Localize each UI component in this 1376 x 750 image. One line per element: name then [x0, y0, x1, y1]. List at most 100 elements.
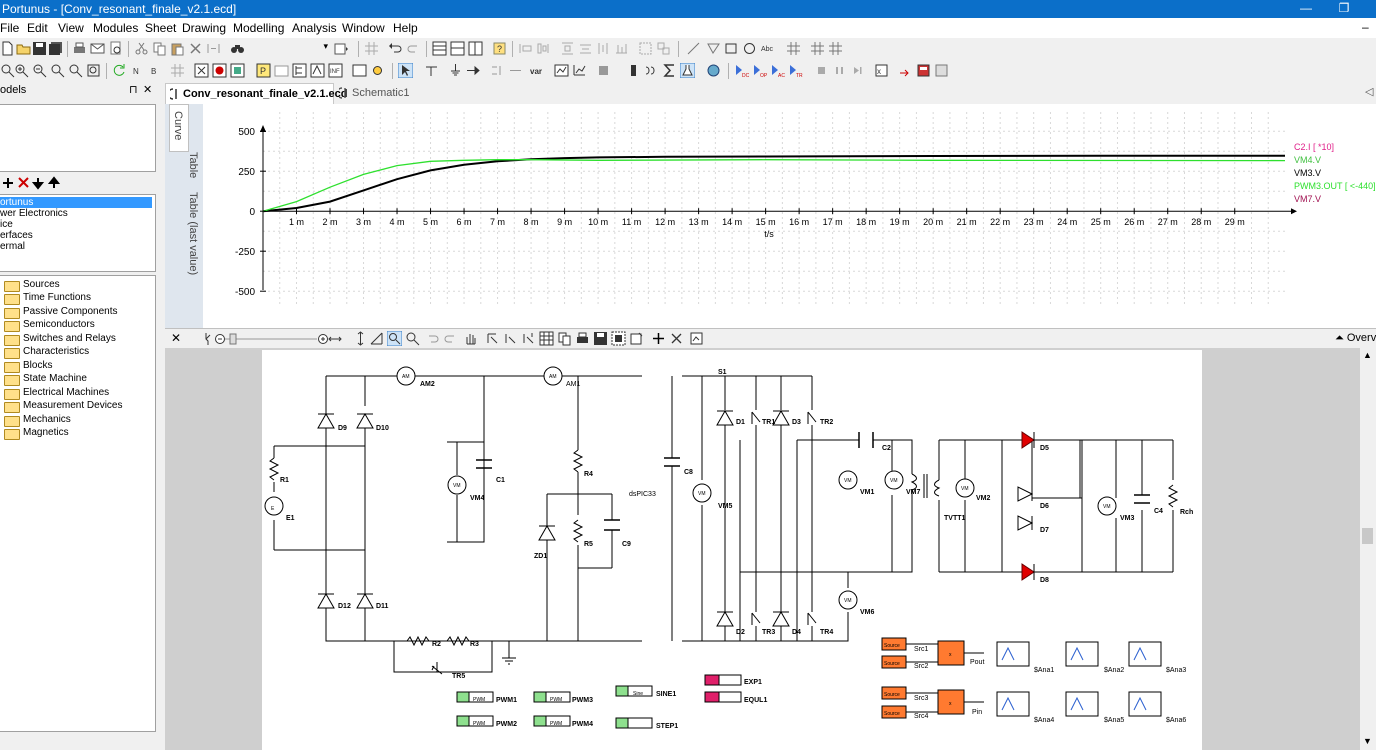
scroll-thumb[interactable]: [1362, 528, 1373, 544]
library-item-power-electronics[interactable]: wer Electronics: [0, 208, 68, 219]
cut-icon[interactable]: [134, 41, 149, 56]
tree-item-sources[interactable]: Sources: [23, 279, 60, 290]
paste-icon[interactable]: [170, 41, 185, 56]
box-icon[interactable]: [274, 63, 289, 78]
tree-item-switches-relays[interactable]: Switches and Relays: [23, 333, 116, 344]
add-curve-icon[interactable]: [651, 331, 666, 346]
distribute-icon-1[interactable]: [560, 41, 575, 56]
tree-item-time-functions[interactable]: Time Functions: [23, 292, 91, 303]
line-draw-icon[interactable]: [686, 41, 701, 56]
param-icon[interactable]: P: [256, 63, 271, 78]
analysis-blocks[interactable]: [996, 641, 1162, 717]
tab-table[interactable]: Table: [187, 148, 201, 184]
chart-settings-icon[interactable]: [629, 331, 644, 346]
add-library-icon[interactable]: [3, 178, 13, 188]
zoom-in-icon[interactable]: [0, 63, 15, 78]
help-icon[interactable]: ?: [492, 41, 507, 56]
mail-icon[interactable]: [90, 41, 105, 56]
zoom-out-icon[interactable]: [32, 63, 47, 78]
flask-icon[interactable]: [680, 63, 695, 78]
print-preview-icon[interactable]: [108, 41, 123, 56]
signal-blocks[interactable]: [456, 674, 742, 729]
tab-conv-resonant[interactable]: Conv_resonant_finale_v2.1.ecd: [165, 83, 347, 104]
print-icon[interactable]: [72, 41, 87, 56]
meter-icon-2[interactable]: [572, 63, 587, 78]
bus-icon[interactable]: B: [150, 63, 165, 78]
component-icon-5[interactable]: [310, 63, 325, 78]
zoom-area-icon[interactable]: [387, 331, 402, 346]
open-folder-icon[interactable]: [16, 41, 31, 56]
cursor-icon-3[interactable]: [521, 331, 536, 346]
tree-item-mechanics[interactable]: Mechanics: [23, 414, 71, 425]
tabs-scroll-icon[interactable]: ◁: [1365, 86, 1374, 98]
polyline-icon[interactable]: [706, 41, 721, 56]
schematic-sheet[interactable]: dsPIC33 AM2AM1S1D9D10D12D11R1E1C1VM4R4R5…: [262, 350, 1202, 750]
save-chart-icon[interactable]: [593, 331, 608, 346]
meters[interactable]: [264, 366, 1117, 610]
tree-item-magnetics[interactable]: Magnetics: [23, 427, 69, 438]
maximize-button[interactable]: ❐: [1338, 1, 1350, 15]
fit-height-icon[interactable]: [353, 331, 368, 346]
component-icon-1[interactable]: [194, 63, 209, 78]
grid-icon[interactable]: [364, 41, 379, 56]
hatch-icon[interactable]: [170, 63, 185, 78]
library-item-thermal[interactable]: ermal: [0, 241, 26, 252]
info-icon[interactable]: INF: [328, 63, 343, 78]
layout-icon-3[interactable]: [468, 41, 483, 56]
h-bridge-switches[interactable]: [431, 411, 817, 675]
select-pointer-icon[interactable]: [398, 63, 413, 78]
pin-icon[interactable]: ⊓: [129, 84, 138, 96]
new-file-icon[interactable]: [0, 41, 15, 56]
table-view-icon[interactable]: [539, 331, 554, 346]
tree-item-blocks[interactable]: Blocks: [23, 360, 53, 371]
tree-item-electrical-machines[interactable]: Electrical Machines: [23, 387, 110, 398]
pan-hand-icon[interactable]: [463, 331, 478, 346]
resistors[interactable]: [268, 449, 1179, 647]
component-icon-4[interactable]: [292, 63, 307, 78]
variable-icon[interactable]: var: [530, 63, 545, 78]
remove-library-icon[interactable]: [18, 177, 29, 188]
output-diodes[interactable]: [1021, 431, 1035, 581]
table-icon-1[interactable]: [786, 41, 801, 56]
pause-icon[interactable]: [832, 63, 847, 78]
find-icon[interactable]: [230, 41, 245, 56]
menu-help[interactable]: Help: [393, 21, 418, 35]
chart-layout-icon[interactable]: [611, 331, 626, 346]
capacitors[interactable]: [476, 432, 1150, 531]
zoom-window-icon[interactable]: [50, 63, 65, 78]
delete-icon[interactable]: [188, 41, 203, 56]
save-icon[interactable]: [32, 41, 47, 56]
table-icon-3[interactable]: [828, 41, 843, 56]
cursor-icon-1[interactable]: [485, 331, 500, 346]
overview-toggle[interactable]: ⏶ Overv: [1335, 332, 1376, 345]
source-blocks[interactable]: [881, 637, 984, 719]
ellipse-icon[interactable]: [742, 41, 757, 56]
zoom-page-icon[interactable]: [86, 63, 101, 78]
layout-icon-2[interactable]: [450, 41, 465, 56]
library-item-interfaces[interactable]: erfaces: [0, 230, 33, 241]
ungroup-icon[interactable]: [656, 41, 671, 56]
undo-icon[interactable]: [388, 41, 403, 56]
battery-icon[interactable]: [626, 63, 641, 78]
menu-sheet[interactable]: Sheet: [145, 21, 177, 35]
layout-icon-1[interactable]: [432, 41, 447, 56]
schematic-vertical-scrollbar[interactable]: ▲ ▼: [1360, 348, 1376, 750]
zoom-all-icon[interactable]: [68, 63, 83, 78]
junction-icon[interactable]: [508, 63, 523, 78]
table-icon-2[interactable]: [810, 41, 825, 56]
align-icon-2[interactable]: [536, 41, 551, 56]
export-icon[interactable]: [898, 63, 913, 78]
print-chart-icon[interactable]: [575, 331, 590, 346]
simulation-settings-icon[interactable]: x: [874, 63, 889, 78]
remove-curve-icon[interactable]: [669, 331, 684, 346]
mirror-icon[interactable]: [206, 41, 221, 56]
menu-view[interactable]: View: [58, 21, 84, 35]
bus-entry-icon[interactable]: [490, 63, 505, 78]
menu-modules[interactable]: Modules: [93, 21, 139, 35]
menu-modelling[interactable]: Modelling: [233, 21, 285, 35]
align-icon-1[interactable]: [518, 41, 533, 56]
meter-icon-1[interactable]: [554, 63, 569, 78]
group-icon[interactable]: [638, 41, 653, 56]
cursor-icon-2[interactable]: [503, 331, 518, 346]
